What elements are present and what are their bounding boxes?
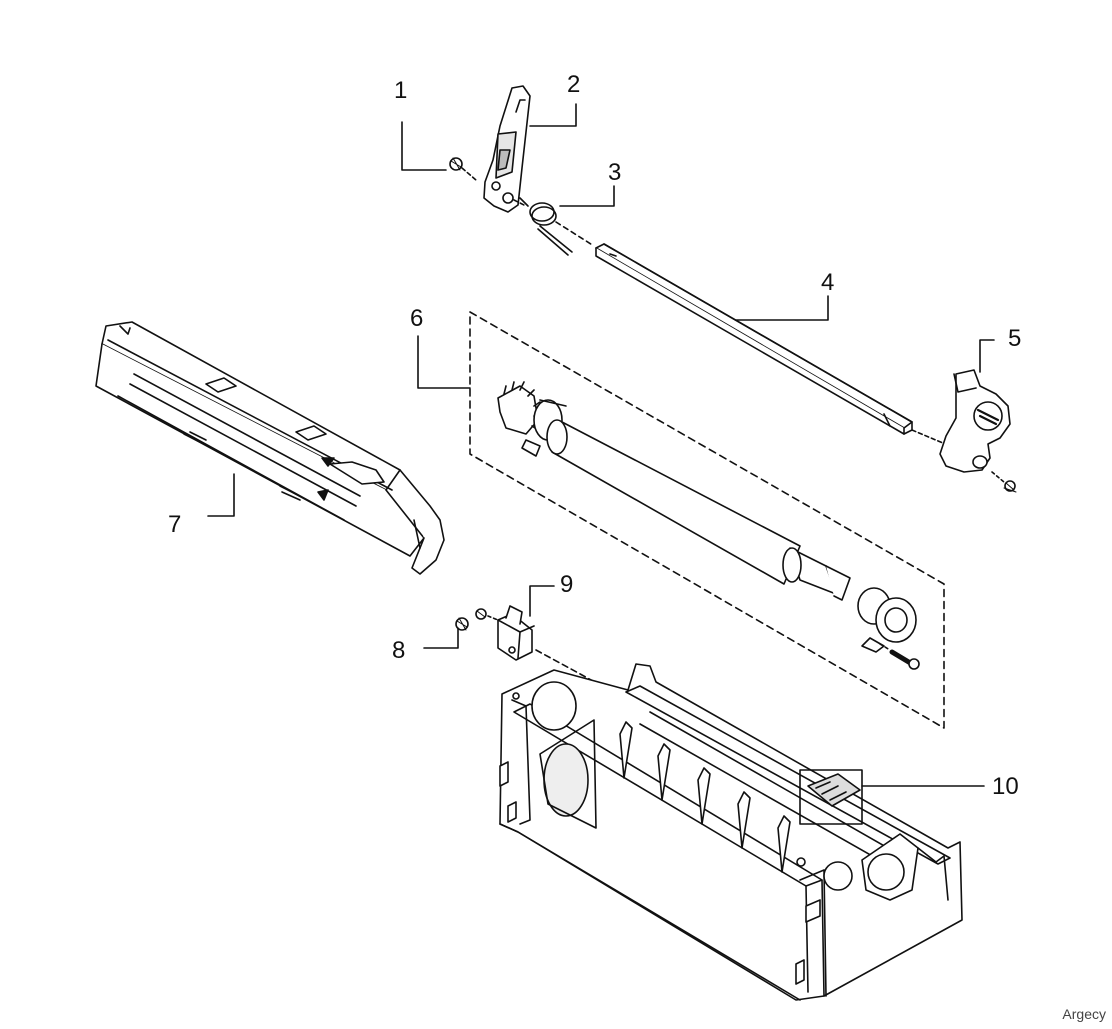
callout-5: 5 — [1008, 325, 1021, 352]
callout-labels: 1 2 3 4 5 6 7 8 9 10 — [168, 71, 1021, 800]
leader-lines — [207, 103, 995, 787]
leader-6 — [417, 335, 471, 389]
leader-9 — [529, 585, 555, 617]
leader-7 — [207, 473, 235, 517]
watermark-text: Argecy — [1062, 1006, 1106, 1022]
part-7-cover — [95, 321, 445, 575]
part-6-roller-assembly — [469, 311, 945, 729]
callout-2: 2 — [567, 71, 580, 98]
part-10-frame — [499, 663, 963, 1001]
leader-1 — [401, 121, 447, 171]
callout-9: 9 — [560, 571, 573, 598]
leader-2 — [529, 103, 577, 127]
callout-6: 6 — [410, 305, 423, 332]
part-3-spring — [513, 197, 595, 256]
part-1-screw — [449, 157, 477, 181]
part-4-shaft — [595, 243, 951, 447]
part-5-bracket — [939, 369, 1017, 493]
callout-4: 4 — [821, 269, 834, 296]
callout-3: 3 — [608, 159, 621, 186]
part-9-sensor-block — [497, 605, 629, 701]
callout-7: 7 — [168, 511, 181, 538]
callout-1: 1 — [394, 77, 407, 104]
leader-4 — [735, 295, 829, 321]
callout-8: 8 — [392, 637, 405, 664]
leader-3 — [559, 185, 615, 207]
callout-10: 10 — [992, 773, 1019, 800]
leader-5 — [979, 339, 995, 373]
leader-8 — [423, 627, 459, 649]
part-2-lever — [483, 85, 531, 213]
part-8-screws — [455, 608, 499, 631]
